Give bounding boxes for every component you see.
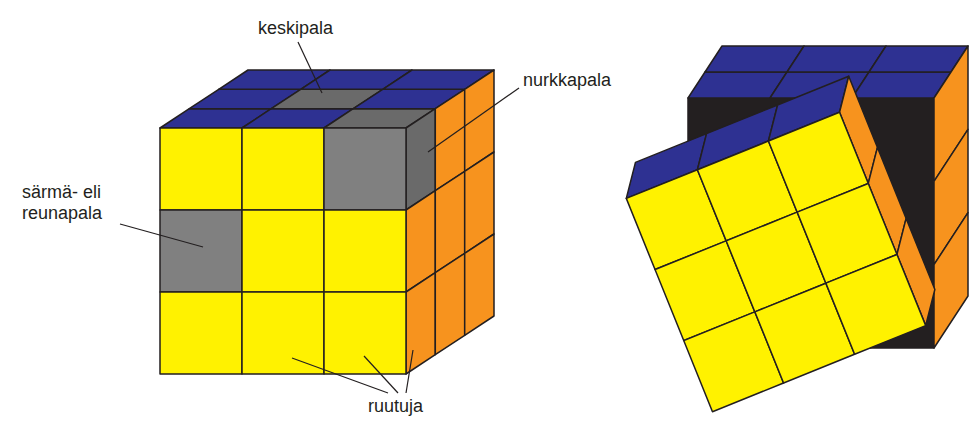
side-square <box>435 253 464 354</box>
front-square <box>242 210 324 292</box>
leader-lines <box>120 42 519 393</box>
front-square <box>242 292 324 374</box>
front-square <box>160 210 242 292</box>
turned-layer <box>615 76 946 411</box>
part-label: nurkkapala <box>523 70 611 91</box>
front-square <box>324 292 406 374</box>
front-square <box>324 210 406 292</box>
leader-line <box>298 42 322 93</box>
part-label: ruutuja <box>368 396 423 417</box>
leader-line <box>406 350 413 393</box>
side-square <box>406 273 435 374</box>
part-label: särmä- eli reunapala <box>22 182 134 224</box>
turning-cube <box>615 46 968 412</box>
leader-line <box>292 358 388 393</box>
part-label: keskipala <box>258 18 333 39</box>
front-square <box>160 128 242 210</box>
leader-line <box>428 88 519 152</box>
leader-line <box>364 356 398 393</box>
front-square <box>160 292 242 374</box>
side-square <box>934 213 968 348</box>
solved-cube <box>160 70 494 374</box>
front-square <box>826 254 926 354</box>
front-square <box>242 128 324 210</box>
front-square <box>324 128 406 210</box>
side-square <box>465 234 494 335</box>
leader-line <box>120 224 203 247</box>
